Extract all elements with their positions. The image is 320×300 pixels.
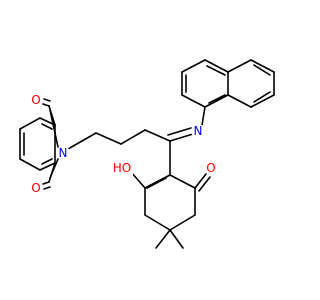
bond-26: [181, 59, 206, 73]
phthalimide-oxygen-lower-label: O: [31, 181, 40, 195]
bond-21: [169, 133, 194, 142]
bond-51: [169, 229, 184, 249]
phthalimide-nitrogen-label: N: [59, 146, 68, 160]
atom-label-layer: N N O O HO O: [29, 93, 218, 195]
bond-18: [95, 132, 122, 145]
imine-nitrogen-label: N: [194, 124, 203, 138]
bond-47: [146, 177, 167, 189]
bond-33: [227, 59, 252, 73]
bond-11: [49, 109, 59, 148]
phthalimide-oxygen-upper-label: O: [31, 93, 40, 107]
phthalimide-nitrogen: N: [56, 146, 70, 160]
imine-nitrogen: N: [191, 124, 205, 138]
bond-38: [253, 64, 271, 76]
bond-46: [169, 174, 196, 189]
bond-52: [155, 229, 171, 249]
ketone-oxygen-label: O: [206, 161, 215, 175]
bond-37: [227, 94, 252, 108]
bond-17: [67, 132, 97, 150]
bond-8: [41, 158, 53, 165]
bond-20: [144, 129, 171, 142]
bond-14: [42, 181, 50, 185]
bond-27: [204, 59, 229, 73]
hydroxyl-oxygen-label: HO: [113, 161, 131, 175]
molecule-structure-diagram: N N O O HO O: [19, 59, 275, 249]
bond-22: [167, 127, 192, 136]
hydroxyl-oxygen: HO: [111, 161, 133, 175]
bond-23: [201, 106, 206, 126]
bond-36: [250, 94, 275, 108]
bond-19: [120, 129, 146, 145]
bond-3: [39, 162, 56, 171]
bond-41: [144, 174, 171, 189]
bond-50: [198, 176, 211, 192]
bond-12: [49, 158, 59, 179]
phthalimide-oxygen-lower: O: [29, 181, 43, 195]
bond-24: [181, 94, 206, 108]
bond-34: [250, 59, 275, 73]
bond-15: [43, 98, 51, 102]
bond-7: [41, 123, 53, 130]
bond-48: [130, 171, 146, 189]
bond-29: [204, 94, 229, 108]
bond-layer: [19, 59, 275, 249]
bond-2: [19, 158, 41, 171]
bond-44: [169, 214, 196, 231]
phthalimide-oxygen-upper: O: [29, 93, 43, 107]
bond-49: [194, 173, 207, 189]
bond-39: [253, 91, 271, 103]
bond-31: [206, 65, 226, 76]
bond-32: [208, 94, 226, 104]
ketone-oxygen: O: [204, 161, 218, 175]
bond-43: [144, 214, 171, 231]
bond-13: [42, 103, 50, 107]
bond-0: [19, 117, 41, 130]
bond-16: [43, 186, 51, 190]
